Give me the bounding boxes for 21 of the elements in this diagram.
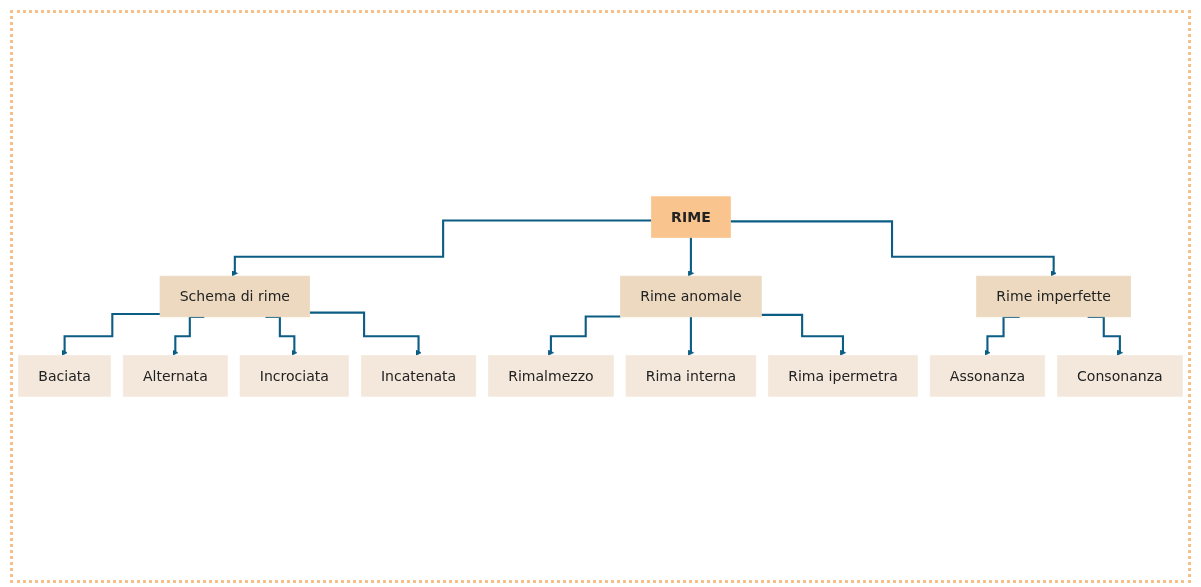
arrow: [231, 219, 652, 277]
arrow: [687, 236, 694, 277]
node-box: Rime anomale: [620, 275, 762, 318]
node-box: Rima ipermetra: [768, 355, 918, 397]
arrow: [61, 312, 161, 356]
node-box: Schema di rime: [159, 275, 310, 318]
arrow: [730, 220, 1057, 277]
node-box: Incatenata: [360, 355, 477, 397]
node-box: Assonanza: [929, 355, 1046, 397]
node-box: Rime imperfette: [976, 275, 1131, 318]
node-box: Consonanza: [1057, 355, 1183, 397]
node-box: Alternata: [122, 355, 228, 397]
arrow: [761, 313, 847, 356]
node-box: RIME: [651, 196, 731, 238]
arrow: [309, 311, 422, 356]
node-box: Incrociata: [239, 355, 349, 397]
node-box: Rimalmezzo: [488, 355, 614, 397]
node-box: Rima interna: [625, 355, 757, 397]
node-box: Baciata: [18, 355, 111, 397]
arrow: [687, 315, 694, 356]
arrow: [547, 315, 621, 356]
